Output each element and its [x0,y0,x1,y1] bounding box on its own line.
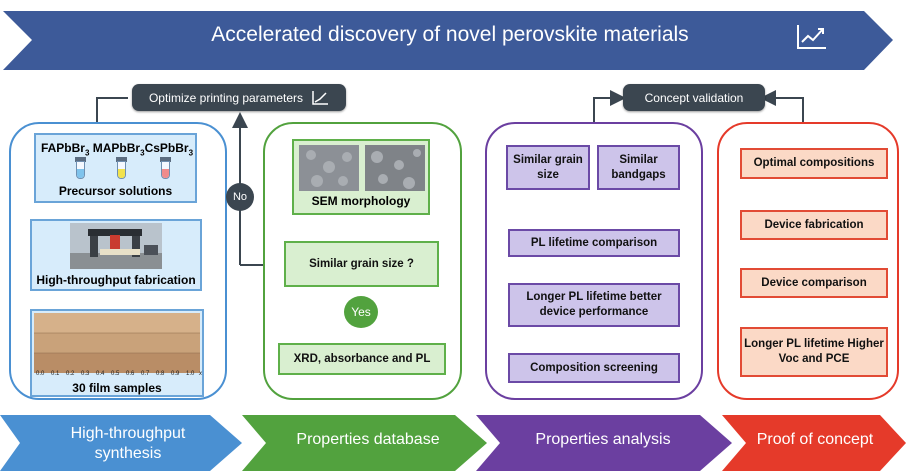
composition-screening-box: Composition screening [508,353,680,383]
banner-title: Accelerated discovery of novel perovskit… [211,23,689,46]
footer-analysis-chevron [476,415,732,471]
samples-box: 0.0 0.1 0.2 0.3 0.4 0.5 0.6 0.7 0.8 0.9 … [30,309,204,397]
optimal-label: Optimal compositions [753,157,875,169]
footer-chevrons [0,415,906,471]
trend-chart-icon [797,25,826,49]
printer-photo [70,223,162,269]
no-decision-badge: No [226,183,254,211]
fabrication-box: High-throughput fabrication [30,219,202,291]
precursor-fa: FAPbBr3 [40,141,90,158]
footer-proof-chevron [722,415,906,471]
xrd-label: XRD, absorbance and PL [293,352,431,365]
concept-label: Concept validation [644,90,744,105]
sem-images [299,145,425,191]
precursor-label: Precursor solutions [58,184,173,198]
yes-label: Yes [351,305,371,319]
footer-database-chevron [242,415,487,471]
device-fab-label: Device fabrication [764,218,864,231]
samples-label: 30 film samples [72,381,162,395]
concept-validation-box: Concept validation [623,84,765,111]
screening-label: Composition screening [530,361,658,374]
bandgap-label: Similar bandgaps [611,153,666,181]
device-fabrication-box: Device fabrication [740,210,888,240]
precursor-box: FAPbBr3 MAPbBr3CsPbBr3 Precursor solutio… [34,133,197,203]
sem-label: SEM morphology [311,194,411,208]
precursor-ma: MAPbBr3 [92,141,145,158]
similar-bandgaps-box: Similar bandgaps [597,145,680,190]
similar-grain-size-box: Similar grain size [506,145,590,190]
chart-icon [312,90,329,105]
title-banner [3,11,893,70]
grain-label: Similar grain size [513,153,583,181]
footer-synthesis-label: High-throughput synthesis [70,425,186,462]
grain-size-decision: Similar grain size ? [284,241,439,287]
pl-comparison-box: PL lifetime comparison [508,229,680,257]
device-comparison-box: Device comparison [740,268,888,298]
precursor-cs: CsPbBr3 [144,141,194,158]
longer-label: Longer PL lifetime better device perform… [526,291,662,318]
footer-synthesis-chevron [0,415,242,471]
optimize-parameters-box: Optimize printing parameters [132,84,346,111]
pl-compare-label: PL lifetime comparison [530,236,658,249]
footer-analysis-label: Properties analysis [535,431,671,448]
sem-box: SEM morphology [292,139,430,215]
decision-label: Similar grain size ? [309,257,414,270]
yes-badge: Yes [344,296,378,328]
optimal-compositions-box: Optimal compositions [740,148,888,179]
no-label: No [232,191,248,203]
xrd-box: XRD, absorbance and PL [278,343,446,375]
footer-database-label: Properties database [296,431,440,448]
longer-pl-box: Longer PL lifetime better device perform… [508,283,680,327]
optimize-label: Optimize printing parameters [148,90,304,105]
axis-ticks: 0.0 0.1 0.2 0.3 0.4 0.5 0.6 0.7 0.8 0.9 … [36,371,202,377]
device-comp-label: Device comparison [761,276,867,289]
fabrication-label: High-throughput fabrication [36,273,196,287]
film-samples-grid [34,313,200,373]
result-box: Longer PL lifetime Higher Voc and PCE [740,327,888,377]
precursor-formulas: FAPbBr3 MAPbBr3CsPbBr3 [38,141,196,157]
result-label: Longer PL lifetime Higher Voc and PCE [744,338,884,365]
footer-proof-label: Proof of concept [756,431,874,448]
